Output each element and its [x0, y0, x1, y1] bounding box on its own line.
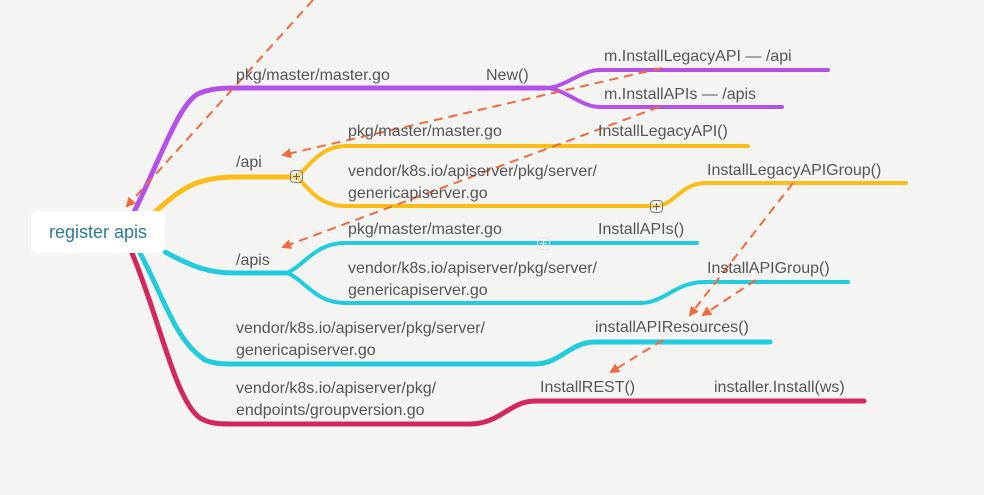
- relationship-arrows: [125, 0, 794, 374]
- node-api-master-go[interactable]: pkg/master/master.go: [348, 123, 502, 140]
- node-new[interactable]: New(): [486, 67, 529, 84]
- branch-apis: [137, 241, 850, 367]
- arrow-legacygroup-to-resources: [688, 182, 794, 317]
- branch-apis-to-master: [285, 241, 699, 275]
- node-generic-line2[interactable]: genericapiserver.go: [236, 342, 376, 359]
- node-api[interactable]: /api: [236, 154, 262, 171]
- arrow-legacy-to-api: [281, 67, 663, 159]
- expand-toggle-api-generic[interactable]: [650, 200, 663, 213]
- expand-toggle-apis-master-ghost[interactable]: [537, 237, 550, 250]
- expand-toggle-api[interactable]: [290, 170, 303, 183]
- node-apis-generic-line2[interactable]: genericapiserver.go: [348, 282, 488, 299]
- node-generic-line1[interactable]: vendor/k8s.io/apiserver/pkg/server/: [236, 320, 485, 337]
- node-groupversion-line2[interactable]: endpoints/groupversion.go: [236, 402, 425, 419]
- node-install-api-group[interactable]: InstallAPIGroup(): [707, 260, 830, 277]
- branch-root-to-apis: [162, 249, 290, 276]
- node-apis-master-go[interactable]: pkg/master/master.go: [348, 221, 502, 238]
- arrow-top-to-root: [125, 0, 314, 208]
- branch-root-to-master: [131, 85, 548, 215]
- branch-groupversion: [129, 250, 867, 427]
- node-install-api-resources[interactable]: installAPIResources(): [595, 319, 749, 336]
- branch-root-to-groupversion: [129, 250, 867, 427]
- node-install-legacy-api-fn[interactable]: InstallLegacyAPI(): [598, 123, 728, 140]
- node-install-apis[interactable]: m.InstallAPIs — /apis: [604, 86, 757, 103]
- branch-new-to-apis: [543, 86, 784, 109]
- arrow-apis-to-apis: [281, 106, 660, 249]
- node-install-apis-fn[interactable]: InstallAPIs(): [598, 221, 685, 238]
- arrow-apigroup-to-resources: [701, 279, 757, 317]
- node-apis-generic-line1[interactable]: vendor/k8s.io/apiserver/pkg/server/: [348, 260, 597, 277]
- node-install-legacy-api-group[interactable]: InstallLegacyAPIGroup(): [707, 162, 882, 179]
- branch-master: [131, 68, 830, 215]
- branch-root-to-api: [152, 174, 300, 215]
- branch-generic-to-legacygroup: [654, 181, 908, 208]
- node-apis[interactable]: /apis: [236, 252, 270, 269]
- root-node-register-apis[interactable]: register apis: [31, 211, 165, 253]
- root-label: register apis: [48, 221, 148, 242]
- node-groupversion-line1[interactable]: vendor/k8s.io/apiserver/pkg/: [236, 380, 437, 397]
- branch-apis-to-generic: [285, 271, 850, 305]
- branch-root-to-generic: [137, 250, 773, 367]
- node-install-rest[interactable]: InstallREST(): [540, 379, 636, 396]
- arrow-resources-to-installrest: [609, 339, 664, 374]
- node-api-generic-line2[interactable]: genericapiserver.go: [348, 185, 488, 202]
- node-install-legacy-api[interactable]: m.InstallLegacyAPI — /api: [604, 48, 792, 65]
- node-master-go[interactable]: pkg/master/master.go: [236, 67, 390, 84]
- node-installer-install[interactable]: installer.Install(ws): [714, 379, 845, 396]
- node-api-generic-line1[interactable]: vendor/k8s.io/apiserver/pkg/server/: [348, 163, 597, 180]
